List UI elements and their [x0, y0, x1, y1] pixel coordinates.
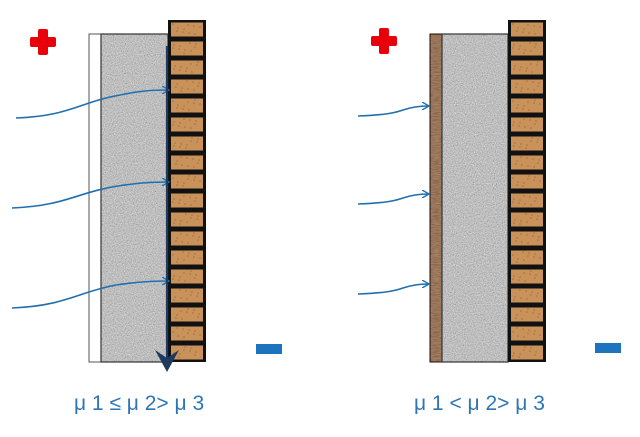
plus-icon	[30, 29, 56, 55]
vapour-flow-line	[357, 194, 428, 205]
brick	[511, 250, 543, 265]
brick	[511, 269, 543, 284]
vapour-flow-line	[11, 182, 168, 209]
brick	[511, 212, 543, 227]
brick	[171, 117, 203, 132]
vapour-flow-line	[15, 90, 168, 119]
wall-diagram-left	[11, 20, 282, 372]
brick	[511, 22, 543, 37]
brick	[511, 155, 543, 170]
brick	[511, 231, 543, 246]
condensation-arrow-down-icon	[155, 46, 179, 372]
minus-icon	[595, 343, 621, 353]
vapour-barrier-layer	[429, 33, 443, 363]
brick	[171, 250, 203, 265]
brick	[171, 22, 203, 37]
brick	[171, 79, 203, 94]
wall-diagram-right	[357, 20, 621, 363]
brick	[171, 98, 203, 113]
insulation-layer-right	[441, 33, 509, 363]
vapour-flow-line	[357, 106, 428, 117]
brick	[171, 326, 203, 341]
brick	[171, 345, 203, 360]
brick-wall-left	[168, 20, 206, 362]
insulation-layer-left	[100, 33, 169, 363]
caption-right: μ 1 < μ 2> μ 3	[414, 392, 545, 415]
brick	[511, 41, 543, 56]
thin-white-layer	[88, 33, 103, 363]
brick	[511, 326, 543, 341]
brick	[511, 117, 543, 132]
brick-wall-right	[508, 20, 546, 362]
brick	[171, 136, 203, 151]
brick	[511, 98, 543, 113]
brick	[171, 231, 203, 246]
brick	[511, 345, 543, 360]
brick	[171, 174, 203, 189]
brick	[511, 288, 543, 303]
minus-icon	[256, 344, 282, 354]
brick	[171, 41, 203, 56]
brick	[511, 307, 543, 322]
caption-left: μ 1 ≤ μ 2> μ 3	[74, 392, 205, 415]
brick	[511, 174, 543, 189]
brick	[171, 288, 203, 303]
vapour-flow-line	[357, 284, 428, 295]
brick	[511, 136, 543, 151]
brick	[171, 155, 203, 170]
brick	[511, 79, 543, 94]
plus-icon	[371, 28, 397, 54]
vapour-flow-line	[11, 281, 168, 309]
brick	[171, 193, 203, 208]
brick	[171, 307, 203, 322]
brick	[511, 193, 543, 208]
brick	[171, 269, 203, 284]
brick	[171, 212, 203, 227]
